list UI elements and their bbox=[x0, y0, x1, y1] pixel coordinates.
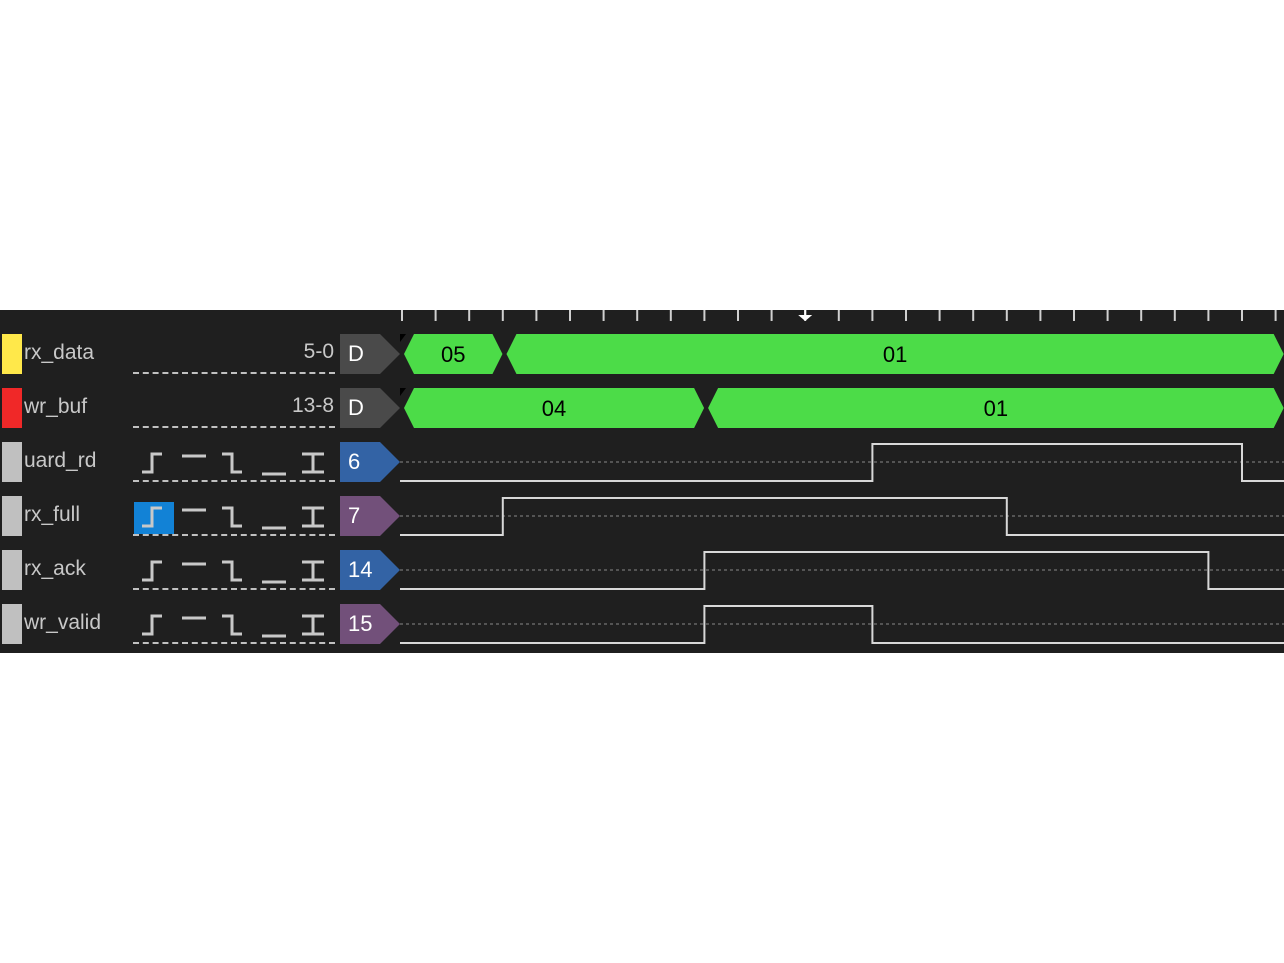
channel-row-wr_buf: wr_buf 13-8 D 04 01 bbox=[0, 388, 1284, 428]
high-level-icon[interactable] bbox=[176, 448, 210, 480]
rising-edge-icon[interactable] bbox=[134, 610, 174, 642]
rising-edge-icon[interactable] bbox=[134, 502, 174, 534]
channel-divider bbox=[133, 480, 335, 482]
bit-range: 13-8 bbox=[291, 394, 334, 417]
channel-trace[interactable] bbox=[400, 550, 1284, 590]
signal-waveform bbox=[400, 551, 1284, 590]
either-edge-icon[interactable] bbox=[296, 556, 330, 588]
channel-color-swatch[interactable] bbox=[2, 388, 22, 428]
channel-name[interactable]: wr_buf bbox=[24, 395, 88, 418]
channel-name[interactable]: rx_data bbox=[24, 341, 95, 364]
channel-name[interactable]: rx_full bbox=[24, 503, 81, 526]
low-level-icon[interactable] bbox=[256, 610, 290, 642]
channel-tag[interactable]: 6 bbox=[340, 442, 400, 482]
channel-color-swatch[interactable] bbox=[2, 496, 22, 536]
either-edge-icon[interactable] bbox=[296, 448, 330, 480]
high-level-icon[interactable] bbox=[176, 556, 210, 588]
channel-row-rx_data: rx_data 5-0 D 05 01 bbox=[0, 334, 1284, 374]
high-level-icon[interactable] bbox=[176, 502, 210, 534]
channel-color-swatch[interactable] bbox=[2, 334, 22, 374]
bus-value: 01 bbox=[883, 342, 907, 367]
falling-edge-icon[interactable] bbox=[216, 448, 250, 480]
rising-edge-icon[interactable] bbox=[134, 448, 174, 480]
channel-trace[interactable] bbox=[400, 604, 1284, 644]
low-level-icon[interactable] bbox=[256, 448, 290, 480]
either-edge-icon[interactable] bbox=[296, 610, 330, 642]
low-level-icon[interactable] bbox=[256, 502, 290, 534]
time-ruler[interactable] bbox=[0, 310, 1284, 334]
channel-trace[interactable]: 05 01 bbox=[400, 334, 1284, 374]
channel-name[interactable]: uard_rd bbox=[24, 449, 97, 472]
channel-divider bbox=[133, 642, 335, 644]
channel-color-swatch[interactable] bbox=[2, 550, 22, 590]
channel-name[interactable]: rx_ack bbox=[24, 557, 86, 580]
bus-segment[interactable] bbox=[506, 334, 1284, 374]
cursor-marker-icon[interactable] bbox=[798, 310, 813, 321]
channel-tag[interactable]: D bbox=[340, 388, 400, 428]
bus-segment[interactable] bbox=[708, 388, 1284, 428]
channel-row-wr_valid: wr_valid 15 bbox=[0, 604, 1284, 644]
channel-tag-label: D bbox=[348, 395, 364, 420]
channel-tag[interactable]: 7 bbox=[340, 496, 400, 536]
signal-waveform bbox=[400, 497, 1284, 536]
channel-divider bbox=[133, 534, 335, 536]
channel-name[interactable]: wr_valid bbox=[24, 611, 102, 634]
bus-value: 05 bbox=[441, 342, 465, 367]
channel-tag[interactable]: 14 bbox=[340, 550, 400, 590]
channel-tag[interactable]: D bbox=[340, 334, 400, 374]
falling-edge-icon[interactable] bbox=[216, 610, 250, 642]
signal-waveform bbox=[400, 443, 1284, 482]
channel-tag-label: 14 bbox=[348, 557, 373, 582]
low-level-icon[interactable] bbox=[256, 556, 290, 588]
channel-divider bbox=[133, 372, 335, 374]
channel-tag-label: D bbox=[348, 341, 364, 366]
signal-waveform bbox=[400, 605, 1284, 644]
falling-edge-icon[interactable] bbox=[216, 502, 250, 534]
bus-value: 04 bbox=[542, 396, 566, 421]
channel-color-swatch[interactable] bbox=[2, 442, 22, 482]
bus-value: 01 bbox=[984, 396, 1008, 421]
channel-tag-label: 6 bbox=[348, 449, 361, 474]
rising-edge-icon[interactable] bbox=[134, 556, 174, 588]
channel-tag-label: 15 bbox=[348, 611, 373, 636]
channel-divider bbox=[133, 426, 335, 428]
channel-row-uard_rd: uard_rd 6 bbox=[0, 442, 1284, 482]
channel-color-swatch[interactable] bbox=[2, 604, 22, 644]
bus-segment[interactable] bbox=[404, 388, 705, 428]
bit-range: 5-0 bbox=[303, 340, 334, 363]
bus-segment[interactable] bbox=[404, 334, 503, 374]
channel-divider bbox=[133, 588, 335, 590]
channel-tag-label: 7 bbox=[348, 503, 361, 528]
channel-trace[interactable] bbox=[400, 442, 1284, 482]
channel-trace[interactable] bbox=[400, 496, 1284, 536]
either-edge-icon[interactable] bbox=[296, 502, 330, 534]
channel-row-rx_ack: rx_ack 14 bbox=[0, 550, 1284, 590]
falling-edge-icon[interactable] bbox=[216, 556, 250, 588]
channel-tag[interactable]: 15 bbox=[340, 604, 400, 644]
channel-row-rx_full: rx_full 7 bbox=[0, 496, 1284, 536]
channel-trace[interactable]: 04 01 bbox=[400, 388, 1284, 428]
high-level-icon[interactable] bbox=[176, 610, 210, 642]
